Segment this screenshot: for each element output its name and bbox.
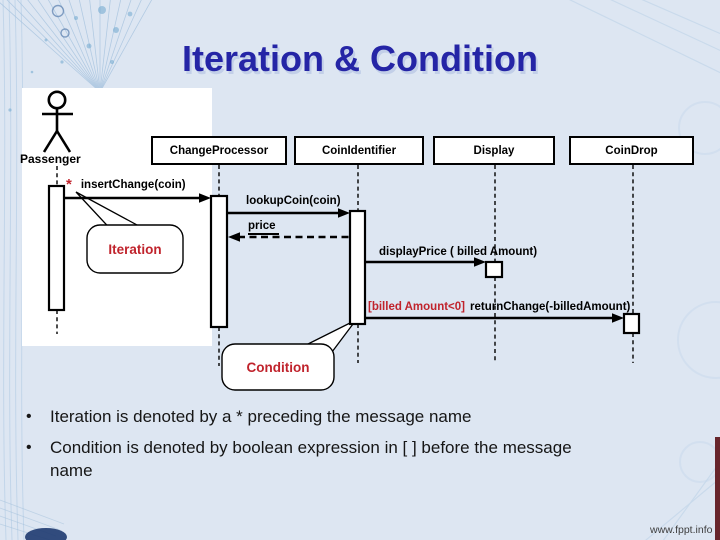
lifeline-box-label: CoinDrop [605,144,658,157]
iteration-callout-label: Iteration [108,241,162,257]
condition-callout-label: Condition [246,359,310,375]
condition-callout [221,343,335,391]
bullet-glyph: • [26,408,32,425]
bullet-text: Iteration is denoted by a * preceding th… [50,407,472,426]
actor-label: Passenger [20,152,81,166]
page-title: Iteration & Condition [182,38,538,79]
lifeline-box-label: ChangeProcessor [169,144,269,157]
lifeline-box-label: Display [473,144,515,157]
lifeline-box-coindrop: CoinDrop [569,136,694,165]
condition-guard-text: [billed Amount<0] [368,301,466,313]
message-label-lookupcoin: lookupCoin(coin) [246,195,341,207]
template-red-strip [715,437,720,540]
bullet-glyph: • [26,439,32,457]
message-arrows [64,193,624,323]
lifeline-box-coinidentifier: CoinIdentifier [294,136,424,165]
lifeline-box-changeprocessor: ChangeProcessor [151,136,287,165]
message-text: price [248,220,279,235]
lifelines [56,165,634,366]
lifeline-box-label: CoinIdentifier [321,144,397,157]
iteration-star-marker: * [66,176,72,193]
actor-icon [42,90,73,153]
bullet-item: • Condition is denoted by boolean expres… [26,437,666,482]
lifeline-box-display: Display [433,136,555,165]
watermark: www.fppt.info [650,524,713,536]
bullet-list: • Iteration is denoted by a * preceding … [26,406,666,491]
message-label-returnchange: [billed Amount<0] returnChange(-billedAmo… [368,301,630,313]
message-text: insertChange(coin) [80,179,186,191]
message-label-price: price [248,220,279,235]
activation-bars [47,184,641,335]
message-label-displayprice: displayPrice ( billed Amount) [379,246,538,258]
message-text: returnChange(-billedAmount) [470,301,631,313]
iteration-callout [86,224,184,274]
bullet-item: • Iteration is denoted by a * preceding … [26,406,666,428]
bullet-text: Condition is denoted by boolean expressi… [50,438,572,480]
message-label-insertchange: * insertChange(coin) [66,176,186,193]
